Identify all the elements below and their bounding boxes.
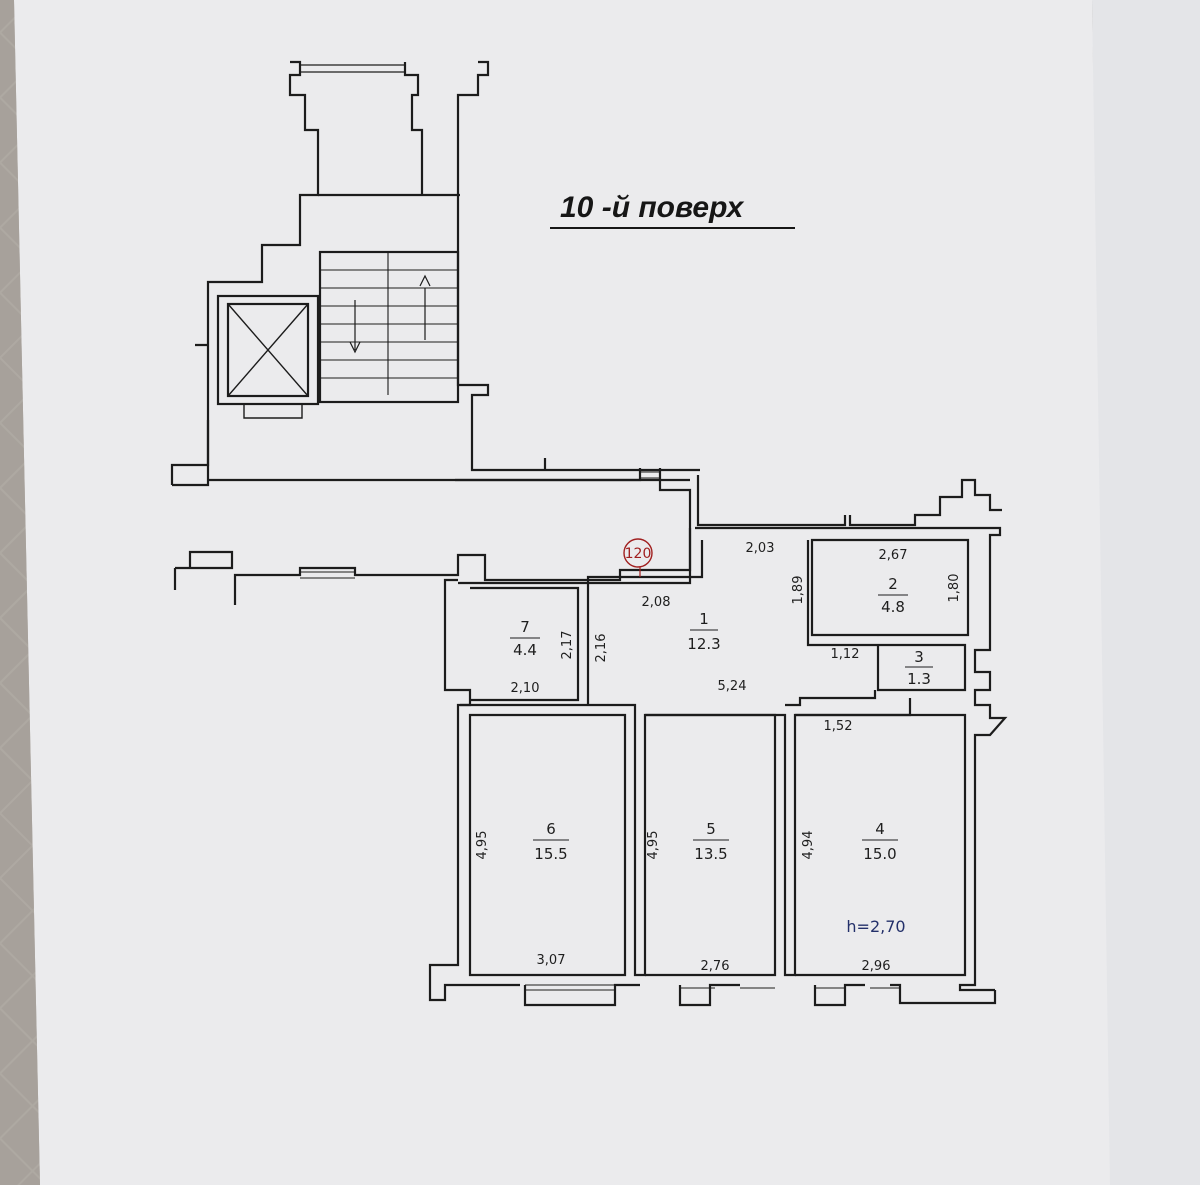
dim-room6-left: 4,95: [475, 831, 490, 860]
dim-room1-left: 2,16: [594, 634, 609, 663]
room-7-area: 4.4: [513, 641, 537, 659]
room-7: 7 4.4: [510, 618, 540, 659]
walls: [170, 60, 1008, 1007]
dim-room2-top: 2,67: [879, 548, 908, 563]
dim-room6-bottom: 3,07: [537, 953, 566, 968]
room-1-area: 12.3: [687, 635, 720, 653]
room-3: 3 1.3: [905, 648, 933, 688]
room-4-area: 15.0: [863, 845, 896, 863]
marker-circle: [623, 538, 653, 568]
room-4-number: 4: [875, 820, 885, 838]
dim-room3-left: 1,12: [831, 647, 860, 662]
floor-title: 10 -й поверх: [560, 191, 745, 224]
dimension-labels: 2,03 2,08 2,16 1,89 5,24 2,67 1,80 1,12 …: [475, 541, 962, 974]
ceiling-height: h=2,70: [846, 917, 905, 936]
room-1: 1 12.3: [687, 610, 720, 653]
dim-room2-right: 1,80: [947, 574, 962, 603]
dim-room4-bottom: 2,96: [862, 959, 891, 974]
room-5-number: 5: [706, 820, 716, 838]
dim-room4-top: 1,52: [824, 719, 853, 734]
room-6-area: 15.5: [534, 845, 567, 863]
room-4: 4 15.0: [862, 820, 898, 863]
room-5: 5 13.5: [693, 820, 729, 863]
room-1-number: 1: [699, 610, 709, 628]
room-6-number: 6: [546, 820, 556, 838]
room-2: 2 4.8: [878, 575, 908, 616]
room-2-number: 2: [888, 575, 898, 593]
dim-room1-corridor: 2,08: [642, 595, 671, 610]
dim-room5-left: 4,95: [646, 831, 661, 860]
dim-room1-bottom: 5,24: [718, 679, 747, 694]
dim-room7-bottom: 2,10: [511, 681, 540, 696]
room-2-area: 4.8: [881, 598, 905, 616]
room-5-area: 13.5: [694, 845, 727, 863]
dim-room7-right: 2,17: [560, 631, 575, 660]
room-3-number: 3: [914, 648, 924, 666]
marker-label: 120: [625, 546, 652, 562]
room-6: 6 15.5: [533, 820, 569, 863]
room-7-number: 7: [520, 618, 530, 636]
dim-room5-bottom: 2,76: [701, 959, 730, 974]
dim-room1-top: 2,03: [746, 541, 775, 556]
dim-room4-left: 4,94: [801, 831, 816, 860]
room-3-area: 1.3: [907, 670, 931, 688]
dim-room1-right: 1,89: [791, 576, 806, 605]
